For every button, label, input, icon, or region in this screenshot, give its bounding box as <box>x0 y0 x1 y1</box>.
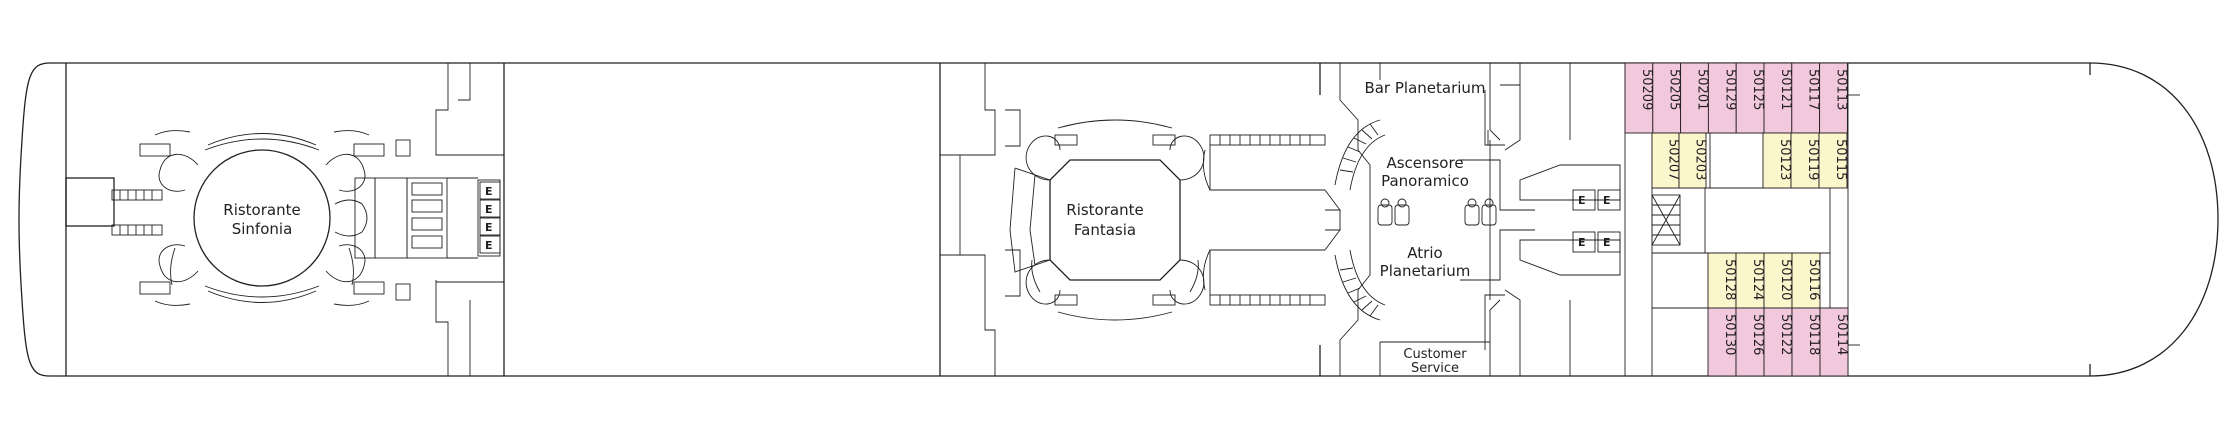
cabin-box <box>1707 252 1737 309</box>
cabin-number: 50116 <box>1806 259 1821 300</box>
fantasia-dining-room <box>1049 159 1181 281</box>
fantasia-seating <box>1009 119 1205 321</box>
atrium-area <box>1334 63 1621 376</box>
hull-outline <box>18 62 2219 377</box>
bulkheads <box>503 63 1321 376</box>
cabin-box <box>1624 62 1654 134</box>
cabin-number: 50205 <box>1667 69 1682 110</box>
cabin-number: 50129 <box>1722 69 1737 110</box>
cabin-number: 50115 <box>1833 139 1848 180</box>
cabin-box <box>1791 307 1821 377</box>
cabin-box <box>1707 62 1737 134</box>
cabin-number: 50126 <box>1750 314 1765 355</box>
cabin-number: 50130 <box>1722 314 1737 355</box>
cabin-number: 50122 <box>1778 314 1793 355</box>
elevator-icon: E <box>485 221 493 234</box>
cabin-number: 50114 <box>1834 314 1849 355</box>
cabin-box <box>1791 62 1821 134</box>
cabin-box <box>1791 252 1821 309</box>
elevator-icon: E <box>1578 236 1586 249</box>
sinfonia-dining-circle <box>193 149 331 287</box>
ristorante-sinfonia-label-2: Sinfonia <box>232 220 293 238</box>
cabin-box <box>1763 252 1793 309</box>
elevator-icon: E <box>485 185 493 198</box>
cabin-box <box>1763 307 1793 377</box>
sinfonia-seating <box>139 130 385 306</box>
cabin-number: 50124 <box>1750 259 1765 300</box>
cabin-number: 50125 <box>1750 69 1765 110</box>
atrio-planetarium-label-2: Planetarium <box>1380 262 1471 280</box>
cabin-number: 50123 <box>1777 139 1792 180</box>
cabin-number: 50121 <box>1778 69 1793 110</box>
sinfonia-area <box>65 63 504 376</box>
cabin-box <box>1819 307 1849 377</box>
cabin-box <box>1678 132 1707 189</box>
atrio-planetarium-label-1: Atrio <box>1407 244 1442 262</box>
bar-planetarium-label: Bar Planetarium <box>1364 79 1485 97</box>
ristorante-fantasia-label-2: Fantasia <box>1074 221 1136 239</box>
ascensore-panoramico-label-2: Panoramico <box>1381 172 1469 190</box>
ristorante-fantasia-label-1: Ristorante <box>1066 201 1143 219</box>
elevator-icon: E <box>1603 194 1611 207</box>
cabin-box <box>1735 307 1765 377</box>
cabin-number: 50201 <box>1695 69 1710 110</box>
elevator-icon: E <box>485 203 493 216</box>
stairwell <box>1651 194 1681 246</box>
panoramic-elevators <box>1377 198 1497 226</box>
cabin-number: 50117 <box>1806 69 1821 110</box>
elevator-icon: E <box>1603 236 1611 249</box>
cabin-number: 50203 <box>1693 139 1708 180</box>
fantasia-area <box>940 62 1341 376</box>
hull <box>18 62 2219 377</box>
elevator-icon: E <box>485 239 493 252</box>
ristorante-sinfonia-label-1: Ristorante <box>223 201 300 219</box>
cabin-box <box>1651 132 1680 189</box>
cabin-number: 50209 <box>1639 69 1654 110</box>
customer-service-label-2: Service <box>1411 361 1459 376</box>
staircase <box>1334 119 1386 321</box>
ascensore-panoramico-label-1: Ascensore <box>1386 154 1463 172</box>
cabin-number: 50120 <box>1778 259 1793 300</box>
cabin-number: 50207 <box>1666 139 1681 180</box>
cabin-box <box>1707 307 1737 377</box>
cabin-number: 50119 <box>1805 139 1820 180</box>
fantasia-buffet <box>1202 134 1341 306</box>
cabin-box <box>1762 132 1792 189</box>
elevator-icon: E <box>1578 194 1586 207</box>
sinfonia-buffet <box>334 139 501 301</box>
cabin-box <box>1790 132 1820 189</box>
sinfonia-elevators: E E E E <box>479 181 501 254</box>
atrium-elevators: E E E E <box>1572 189 1621 253</box>
customer-service-label-1: Customer <box>1403 347 1467 362</box>
cabin-number: 50113 <box>1834 69 1849 110</box>
cabins: 50209 50205 50201 50129 50125 50121 50117 50113… <box>1624 62 1849 377</box>
cabin-box <box>1818 132 1848 189</box>
cabin-number: 50128 <box>1722 259 1737 300</box>
cabin-number: 50118 <box>1806 314 1821 355</box>
cabin-box <box>1819 62 1848 134</box>
cabin-box <box>1735 62 1765 134</box>
